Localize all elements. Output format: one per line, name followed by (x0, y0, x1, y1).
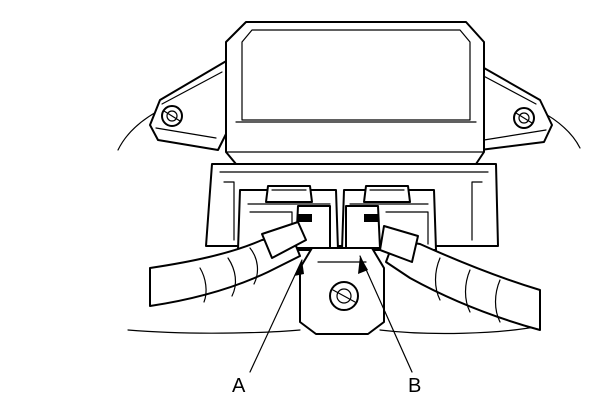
wire-harness-icon (379, 225, 541, 331)
callout-leader-b (358, 255, 413, 373)
wire-harness-icon (149, 221, 307, 307)
callout-label-b: B (408, 375, 421, 397)
mounting-bolt-icon (513, 107, 535, 129)
mounting-bolt-icon (161, 105, 183, 127)
mounting-bolt-icon (329, 281, 359, 311)
left-mounting-bracket (149, 59, 229, 151)
callout-label-a: A (232, 375, 246, 397)
callout-leader-a (249, 259, 304, 373)
